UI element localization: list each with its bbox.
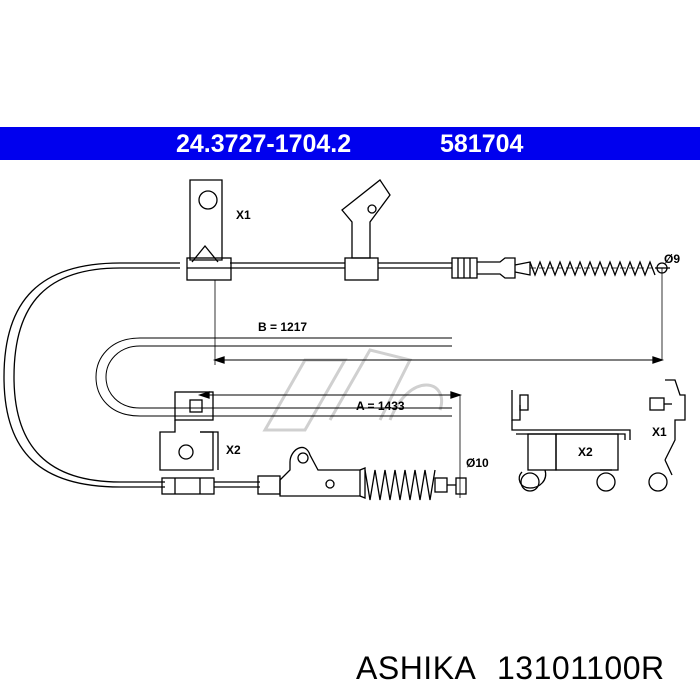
dim-b-arrow — [212, 280, 665, 365]
label-x1-detail: X1 — [652, 425, 667, 439]
catalog-part-number: 13101100R — [497, 650, 665, 686]
label-dia-10: Ø10 — [466, 456, 489, 470]
dimension-loop — [95, 337, 452, 417]
label-x2-left: X2 — [226, 443, 241, 457]
title-banner: 24.3727-1704.2 581704 — [0, 127, 700, 160]
cable-outer-loop — [3, 262, 180, 488]
brand-name: ASHIKA — [356, 650, 477, 686]
upper-end-fitting — [451, 257, 670, 279]
upper-cable — [230, 262, 452, 269]
x1-detail-bracket — [648, 379, 686, 492]
reference-number: 581704 — [440, 130, 524, 158]
label-x2-detail: X2 — [578, 445, 593, 459]
label-dim-b: B = 1217 — [258, 320, 307, 334]
lower-cable — [214, 481, 260, 488]
watermark-logo — [262, 348, 443, 432]
x2-bracket-left — [159, 391, 219, 495]
lower-end-fitting — [257, 446, 467, 501]
clip-bracket — [341, 179, 391, 281]
label-x1-top: X1 — [236, 208, 251, 222]
label-dim-a: A = 1433 — [356, 399, 405, 413]
x2-detail-bracket — [511, 390, 631, 492]
x1-bracket-top — [186, 179, 232, 281]
part-number: 24.3727-1704.2 — [176, 130, 352, 158]
dim-a-arrow — [197, 391, 463, 399]
label-dia-9: Ø9 — [664, 252, 680, 266]
cable-drawing: X1 X2 X2 X1 B = 1217 A = 1433 Ø9 Ø10 — [3, 179, 686, 501]
